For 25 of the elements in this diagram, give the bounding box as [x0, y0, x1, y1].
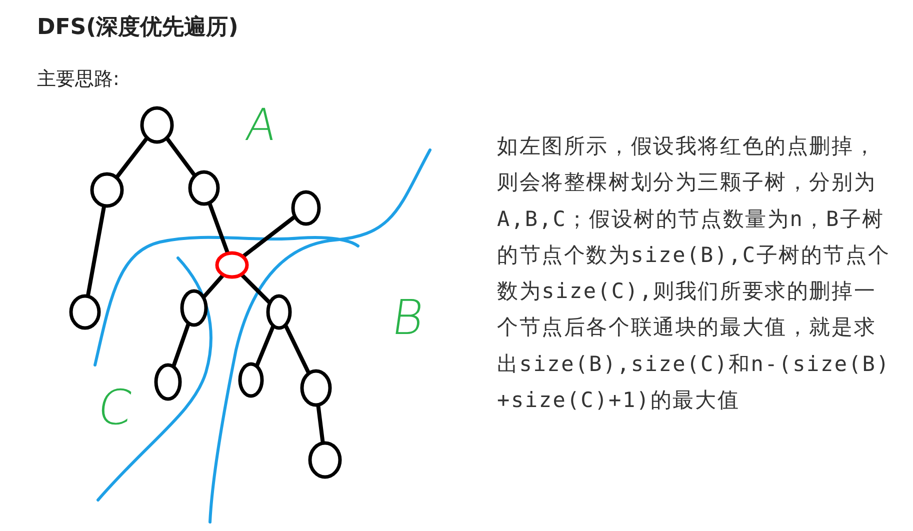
tree-edge: [114, 136, 150, 180]
tree-edge: [283, 323, 311, 376]
tree-edge: [201, 272, 226, 300]
handwritten-letter: A: [242, 100, 280, 151]
tree-edge: [254, 324, 276, 368]
tree-node: [180, 289, 208, 327]
handwritten-letter: C: [94, 380, 136, 436]
tree-node: [300, 369, 332, 407]
tree-node: [266, 294, 292, 330]
description-paragraph: 如左图所示，假设我将红色的点删掉，则会将整棵树划分为三颗子树，分别为A,B,C；假设树的节点数量为n，B子树的节点个数为size(B),C子树的节点个数为size(C),则我们所要求的删掉一个节点后各个联通块的最大值，就是求出size(B),size(C)和n-(size(B)+size(C)+1)的最大值: [497, 133, 892, 414]
tree-node: [308, 441, 342, 479]
tree-node: [69, 294, 101, 330]
tree-node: [154, 363, 182, 401]
section-heading: 主要思路:: [37, 67, 120, 92]
tree-node: [291, 190, 321, 226]
tree-edge: [240, 214, 297, 259]
tree-node: [238, 362, 264, 398]
tree-node: [90, 172, 124, 208]
removed-node: [215, 251, 249, 279]
tree-node: [188, 170, 220, 206]
handwritten-letter: B: [388, 290, 428, 346]
tree-node: [140, 106, 174, 144]
tree-edge: [164, 136, 197, 178]
title: DFS(深度优先遍历): [37, 14, 238, 42]
tree-edge: [239, 272, 272, 305]
